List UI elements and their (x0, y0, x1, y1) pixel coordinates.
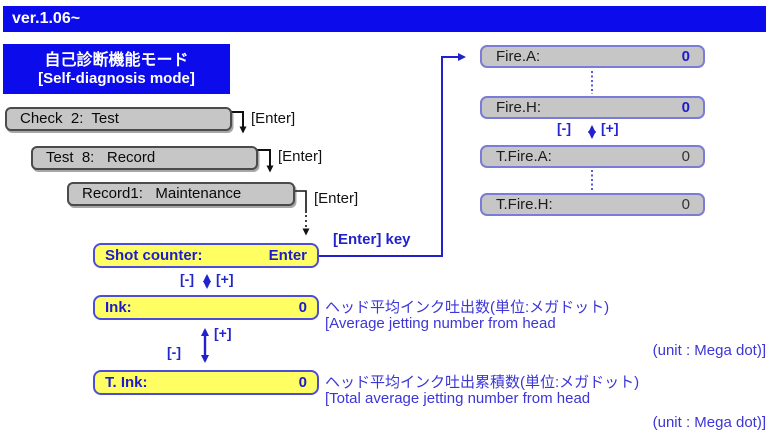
minus-key-label-2: [-] (167, 344, 181, 360)
menu-item-test-record: Test 8: Record (31, 146, 258, 170)
enter-label-1: [Enter] (251, 110, 296, 127)
plus-key-label-right: [+] (601, 120, 619, 136)
fire-h-display: Fire.H: 0 (480, 96, 705, 119)
menu-item-check-test: Check 2: Test (5, 107, 232, 131)
plus-key-label-2: [+] (214, 325, 232, 341)
plus-key-label-1: [+] (216, 271, 234, 287)
menu-item-record-maintenance: Record1: Maintenance (67, 182, 295, 206)
enter-key-label: [Enter] key (333, 231, 411, 248)
mode-title-ja: 自己診断機能モード (44, 51, 189, 69)
ink-annotation-unit: (unit : Mega dot)] (652, 342, 766, 359)
enter-label-3: [Enter] (314, 190, 359, 207)
t-fire-h-value: 0 (681, 196, 690, 213)
t-ink-display: T. Ink: 0 (93, 370, 319, 395)
t-ink-value: 0 (298, 374, 307, 391)
enter-label-2: [Enter] (278, 148, 323, 165)
t-fire-a-value: 0 (681, 148, 690, 165)
shot-counter-display: Shot counter: Enter (93, 243, 319, 268)
minus-key-label-1: [-] (180, 271, 194, 287)
t-ink-annotation-en: [Total average jetting number from head (325, 390, 591, 407)
mode-title-box: 自己診断機能モード [Self-diagnosis mode] (3, 44, 230, 94)
version-banner: ver.1.06~ (3, 6, 766, 32)
t-fire-a-label: T.Fire.A: (496, 148, 552, 165)
mode-title-en: [Self-diagnosis mode] (38, 69, 195, 87)
fire-a-value: 0 (681, 48, 690, 65)
minus-key-label-right: [-] (557, 120, 571, 136)
t-ink-label: T. Ink: (105, 374, 148, 391)
fire-a-label: Fire.A: (496, 48, 541, 65)
fire-h-value: 0 (681, 99, 690, 116)
shot-counter-label: Shot counter: (105, 247, 203, 264)
ink-annotation-ja: ヘッド平均インク吐出数(単位:メガドット) (325, 299, 610, 316)
t-ink-annotation-unit: (unit : Mega dot)] (652, 414, 766, 431)
ink-label: Ink: (105, 299, 132, 316)
shot-counter-value: Enter (268, 247, 307, 264)
fire-a-display: Fire.A: 0 (480, 45, 705, 68)
ink-display: Ink: 0 (93, 295, 319, 320)
t-fire-h-label: T.Fire.H: (496, 196, 553, 213)
ink-annotation-en: [Average jetting number from head (325, 315, 556, 332)
ink-value: 0 (298, 299, 307, 316)
t-fire-a-display: T.Fire.A: 0 (480, 145, 705, 168)
t-ink-annotation-ja: ヘッド平均インク吐出累積数(単位:メガドット) (325, 374, 640, 391)
fire-h-label: Fire.H: (496, 99, 541, 116)
t-fire-h-display: T.Fire.H: 0 (480, 193, 705, 216)
